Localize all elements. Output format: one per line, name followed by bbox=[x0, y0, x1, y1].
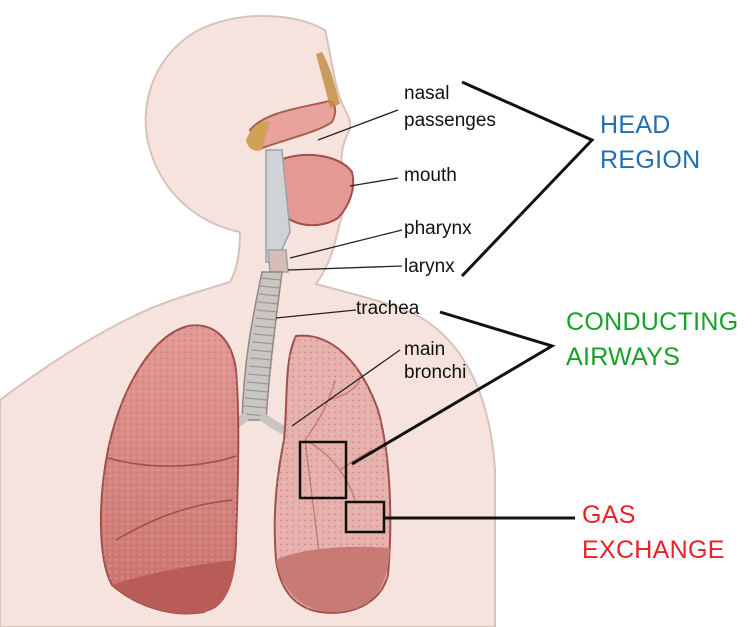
label-mouth: mouth bbox=[404, 165, 457, 186]
group-conducting-line1: CONDUCTING bbox=[566, 307, 738, 337]
label-nasal-passages: nasal passenges bbox=[404, 83, 496, 131]
group-head-line1: HEAD bbox=[600, 110, 700, 140]
label-bronchi-line1: main bbox=[404, 339, 466, 360]
label-nasal-line2: passenges bbox=[404, 110, 496, 131]
group-gas-line1: GAS bbox=[582, 500, 725, 530]
group-head-region: HEAD REGION bbox=[600, 110, 700, 175]
label-pharynx: pharynx bbox=[404, 218, 472, 239]
group-gas-line2: EXCHANGE bbox=[582, 535, 725, 565]
label-larynx: larynx bbox=[404, 256, 455, 277]
group-gas-exchange: GAS EXCHANGE bbox=[582, 500, 725, 565]
label-bronchi-line2: bronchi bbox=[404, 362, 466, 383]
label-trachea: trachea bbox=[356, 298, 419, 319]
group-conducting-airways: CONDUCTING AIRWAYS bbox=[566, 307, 738, 372]
group-conducting-line2: AIRWAYS bbox=[566, 342, 738, 372]
group-head-line2: REGION bbox=[600, 145, 700, 175]
larynx bbox=[268, 250, 288, 272]
label-main-bronchi: main bronchi bbox=[404, 339, 466, 383]
label-nasal-line1: nasal bbox=[404, 83, 496, 104]
